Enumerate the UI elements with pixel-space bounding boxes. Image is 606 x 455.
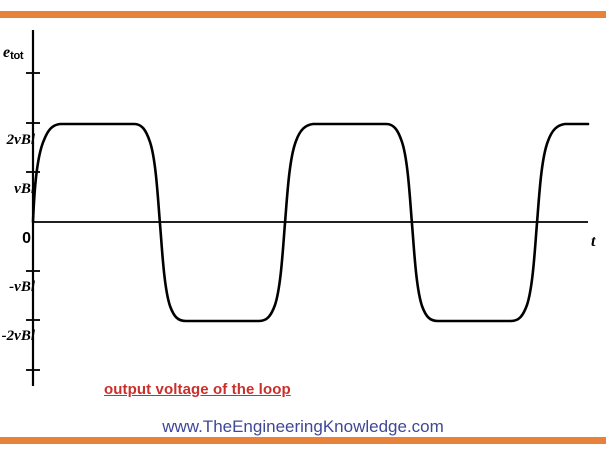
y-axis-label-subscript: tot: [10, 50, 24, 62]
y-axis-label: etot: [3, 44, 24, 62]
site-url-watermark: www.TheEngineeringKnowledge.com: [162, 417, 444, 436]
y-tick-label-zero: 0: [22, 230, 31, 247]
y-tick-label-minus-one: -vBl: [9, 279, 35, 295]
top-rule-divider: [0, 11, 606, 18]
y-tick-label-plus-one: vBl: [14, 181, 35, 197]
y-axis-ticks: [26, 72, 40, 371]
waveform-plot-svg: [26, 30, 590, 386]
x-axis-label: t: [591, 233, 596, 250]
y-tick-label-plus-two: 2vBl: [6, 132, 35, 148]
waveform-curve: [31, 122, 590, 323]
plot-area: etot t 2vBl vBl 0 -vBl -2vBl output volt…: [0, 18, 606, 437]
y-tick-label-minus-two: -2vBl: [1, 328, 35, 344]
figure-caption: output voltage of the loop: [104, 381, 291, 398]
bottom-rule-divider: [0, 437, 606, 444]
